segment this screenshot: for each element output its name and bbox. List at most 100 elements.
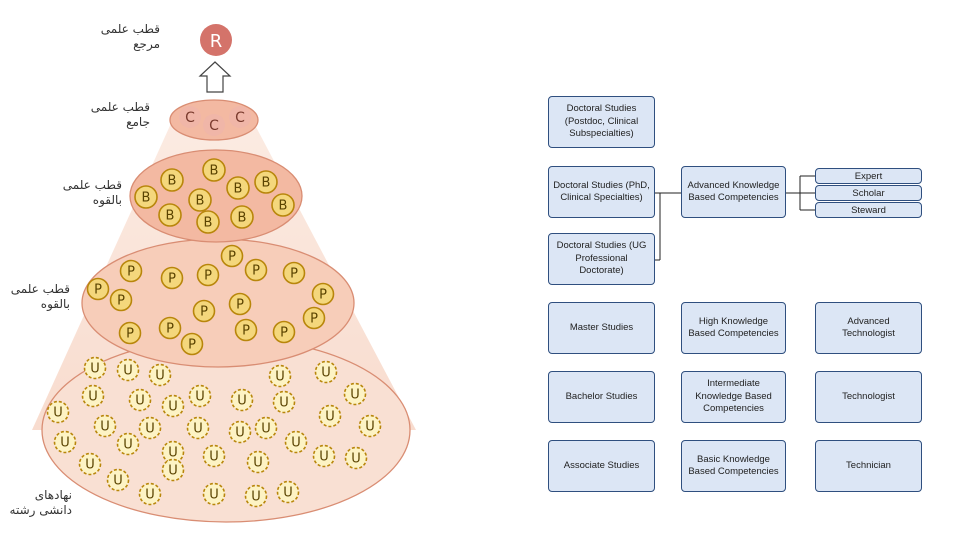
c-coin bbox=[179, 106, 201, 128]
u-coin-letter: U bbox=[123, 438, 133, 453]
u-coin bbox=[312, 444, 336, 468]
c-coin-letter: C bbox=[209, 118, 219, 134]
box-intermediate-competencies-text: Intermediate Knowledge Based Competencie… bbox=[695, 378, 772, 415]
arrow-up-icon bbox=[198, 61, 232, 93]
b-coin-letter: B bbox=[262, 176, 271, 191]
r-badge-label: R bbox=[210, 31, 223, 52]
u-coin-letter: U bbox=[60, 436, 70, 451]
p-coin bbox=[180, 332, 204, 356]
b-coin bbox=[196, 210, 220, 234]
u-coin-letter: U bbox=[279, 396, 289, 411]
p-coin-letter: P bbox=[252, 264, 260, 279]
b-coin bbox=[160, 168, 184, 192]
box-high-competencies-text: High Knowledge Based Competencies bbox=[688, 315, 779, 340]
u-coin bbox=[202, 482, 226, 506]
p-coin bbox=[118, 321, 142, 345]
p-coin-letter: P bbox=[319, 288, 327, 303]
u-coin-letter: U bbox=[350, 388, 360, 403]
u-coin bbox=[128, 388, 152, 412]
u-coin-letter: U bbox=[319, 450, 329, 465]
p-coin bbox=[158, 316, 182, 340]
p-coin-letter: P bbox=[126, 327, 134, 342]
p-coin-letter: P bbox=[242, 324, 250, 339]
u-coin bbox=[228, 420, 252, 444]
box-associate: Associate Studies bbox=[548, 440, 655, 492]
b-coin bbox=[158, 203, 182, 227]
box-advanced-technologist-text: Advanced Technologist bbox=[842, 315, 895, 340]
b-coin bbox=[254, 170, 278, 194]
u-coin bbox=[106, 468, 130, 492]
label-u-line2: دانشی رشته bbox=[9, 503, 72, 517]
label-r-level: قطب علمی مرجع bbox=[100, 22, 160, 52]
u-coin-letter: U bbox=[168, 400, 178, 415]
u-coin-letter: U bbox=[123, 364, 133, 379]
u-coin-letter: U bbox=[53, 406, 63, 421]
u-coin bbox=[46, 400, 70, 424]
label-p-line1: قطب علمی bbox=[10, 282, 70, 296]
label-u-level: نهادهای دانشی رشته bbox=[4, 488, 72, 518]
u-coin-letter: U bbox=[251, 490, 261, 505]
u-coin-letter: U bbox=[145, 488, 155, 503]
u-coin-letter: U bbox=[145, 422, 155, 437]
u-coin-letter: U bbox=[85, 458, 95, 473]
box-master: Master Studies bbox=[548, 302, 655, 354]
u-coin bbox=[78, 452, 102, 476]
b-coin-letter: B bbox=[279, 199, 288, 214]
box-high-competencies: High Knowledge Based Competencies bbox=[681, 302, 786, 354]
p-coin-letter: P bbox=[236, 298, 244, 313]
u-coin-letter: U bbox=[168, 464, 178, 479]
b-coin bbox=[226, 176, 250, 200]
box-associate-text: Associate Studies bbox=[563, 459, 640, 471]
label-c-line1: قطب علمی bbox=[90, 100, 150, 114]
p-coin bbox=[302, 306, 326, 330]
b-coin-letter: B bbox=[204, 216, 213, 231]
box-expert: Expert bbox=[815, 168, 922, 184]
p-coin-letter: P bbox=[168, 272, 176, 287]
box-basic-competencies-text: Basic Knowledge Based Competencies bbox=[688, 453, 779, 478]
p-coin bbox=[234, 318, 258, 342]
p-coin-letter: P bbox=[127, 265, 135, 280]
u-coin-letter: U bbox=[88, 390, 98, 405]
label-b-line1: قطب علمی bbox=[62, 178, 122, 192]
u-coin bbox=[254, 416, 278, 440]
r-badge bbox=[200, 24, 232, 56]
box-bachelor: Bachelor Studies bbox=[548, 371, 655, 423]
u-coin bbox=[186, 416, 210, 440]
u-coin bbox=[138, 482, 162, 506]
u-coin bbox=[246, 450, 270, 474]
u-coin-letter: U bbox=[195, 390, 205, 405]
b-coin bbox=[202, 158, 226, 182]
p-coin bbox=[311, 282, 335, 306]
u-coin-letter: U bbox=[100, 420, 110, 435]
u-coin bbox=[202, 444, 226, 468]
u-coin bbox=[188, 384, 212, 408]
b-coin bbox=[230, 205, 254, 229]
box-steward: Steward bbox=[815, 202, 922, 218]
p-coin bbox=[220, 244, 244, 268]
box-advanced-competencies-text: Advanced Knowledge Based Competencies bbox=[687, 179, 780, 204]
c-coin bbox=[203, 114, 225, 136]
u-coin-letter: U bbox=[237, 394, 247, 409]
box-advanced-technologist: Advanced Technologist bbox=[815, 302, 922, 354]
u-coin bbox=[161, 394, 185, 418]
b-coin-letter: B bbox=[142, 191, 151, 206]
label-r-line2: مرجع bbox=[133, 37, 160, 51]
c-coin-letter: C bbox=[185, 110, 195, 126]
label-b-level: قطب علمی بالقوه bbox=[60, 178, 122, 208]
box-technician-text: Technician bbox=[846, 459, 891, 471]
p-coin bbox=[272, 320, 296, 344]
u-coin bbox=[276, 480, 300, 504]
u-coin bbox=[272, 390, 296, 414]
box-technician: Technician bbox=[815, 440, 922, 492]
u-coin-letter: U bbox=[351, 452, 361, 467]
box-scholar: Scholar bbox=[815, 185, 922, 201]
b-coin-letter: B bbox=[238, 211, 247, 226]
box-doctoral-ug-text: Doctoral Studies (UG Professional Doctor… bbox=[556, 240, 647, 277]
u-coin bbox=[116, 358, 140, 382]
box-expert-text: Expert bbox=[854, 170, 883, 182]
box-master-text: Master Studies bbox=[569, 321, 634, 333]
b-coin bbox=[188, 188, 212, 212]
p-coin bbox=[109, 288, 133, 312]
b-coin bbox=[134, 185, 158, 209]
